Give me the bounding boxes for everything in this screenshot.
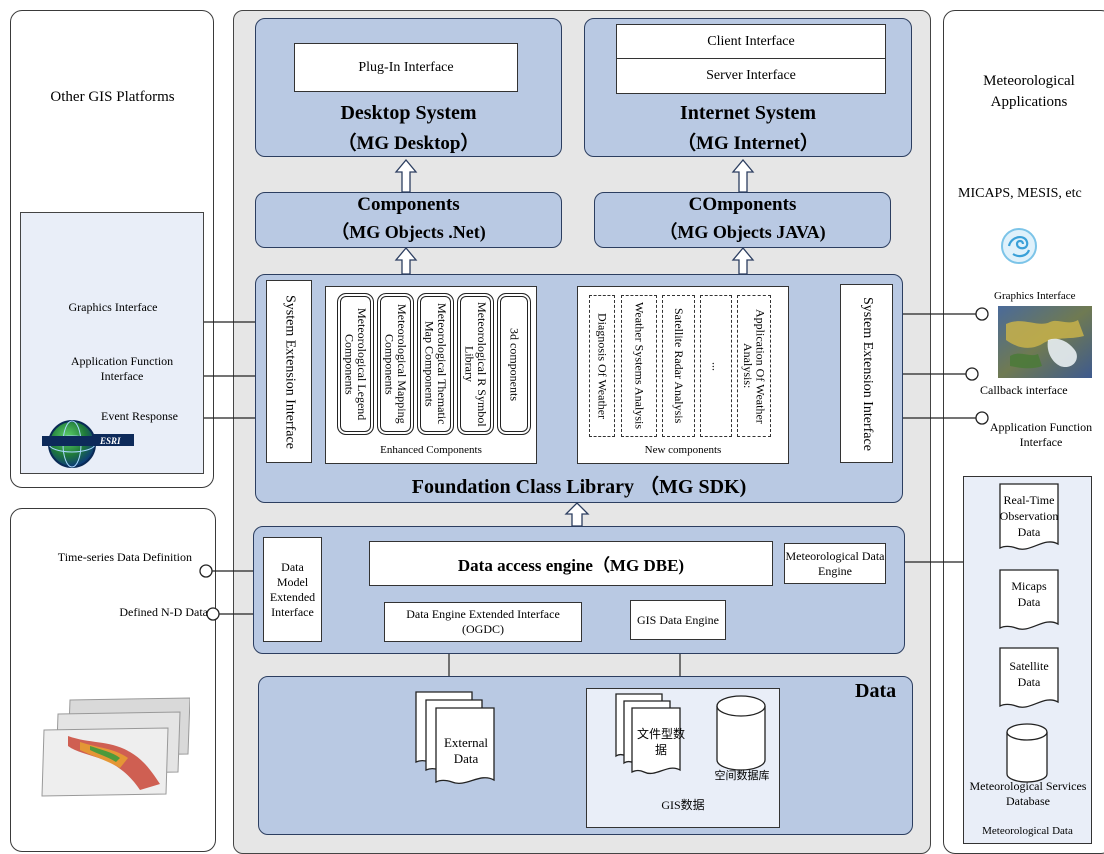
desktop-system-title: Desktop System <box>340 101 477 124</box>
new-satellite-radar-analysis: Satellite Radar Analysis <box>662 295 695 437</box>
arrow-comp-net-to-desktop <box>394 158 418 193</box>
new-weather-systems-analysis: Weather Systems Analysis <box>621 295 657 437</box>
meteorological-data-label: Meteorological Data <box>982 825 1073 837</box>
file-data-label: 文件型数据 <box>636 727 685 757</box>
components-net-subtitle: （MG Objects .Net) <box>331 222 486 242</box>
new-diagnosis-weather: Diagnosis Of Weather <box>589 295 615 437</box>
satellite-data-label: Satellite Data <box>1009 659 1049 689</box>
components-java-box <box>594 192 891 248</box>
micaps-label: MICAPS, MESIS, etc <box>958 186 1082 201</box>
meteorological-data-engine: Meteorological Data Engine <box>784 543 886 584</box>
spatial-database-label: 空间数据库 <box>714 770 770 782</box>
enhanced-legend-components: Meteorological Legend Components <box>337 293 374 435</box>
port-callback-right <box>965 367 979 381</box>
terrain-stack-icon <box>41 697 191 797</box>
enhanced-mapping-components: Meteorological Mapping Components <box>377 293 414 435</box>
micaps-data-label: Micaps Data <box>1011 579 1047 609</box>
arrow-sdk-to-comp-java <box>731 246 755 275</box>
satellite-doc-icon <box>999 647 1059 708</box>
gis-data-label: GIS数据 <box>661 797 705 812</box>
port-timeseries <box>199 564 213 578</box>
realtime-label: Real-Time Observation Data <box>999 493 1059 539</box>
sdk-left-extension: System Extension Interface <box>266 280 312 463</box>
internet-system-subtitle: （MG Internet） <box>677 132 819 154</box>
right-app-label: Application Function Interface <box>989 420 1093 449</box>
data-model-extended-interface: Data Model Extended Interface <box>263 537 322 642</box>
terrain-images <box>40 694 191 804</box>
data-title: Data <box>855 680 897 702</box>
enhanced-3d-components: 3d components <box>497 293 531 435</box>
right-title: Meteorological Applications <box>983 73 1075 110</box>
gis-data-engine: GIS Data Engine <box>630 600 726 640</box>
esri-globe-icon: ESRI <box>42 420 134 468</box>
services-database-label: Meteorological Services Database <box>969 779 1087 808</box>
desktop-system-subtitle: （MG Desktop） <box>337 132 480 154</box>
plugin-interface-box: Plug-In Interface <box>294 43 518 92</box>
spatial-database-icon <box>716 695 766 771</box>
left-api-box <box>20 212 204 474</box>
timeseries-label: Time-series Data Definition <box>57 550 192 564</box>
components-net-box <box>255 192 562 248</box>
esri-logo: ESRI <box>40 418 140 470</box>
nd-data-label: Defined N-D Data <box>119 605 208 619</box>
right-graphics-label: Graphics Interface <box>994 290 1076 302</box>
port-app-right <box>975 411 989 425</box>
left-event-label: Event Response <box>101 409 178 423</box>
enhanced-symbol-library: Meteorological R Symbol Library <box>457 293 494 435</box>
micaps-doc-icon <box>999 569 1059 630</box>
data-engine-extended-interface: Data Engine Extended Interface (OGDC) <box>384 602 582 642</box>
data-box <box>258 676 913 835</box>
components-java-title: COmponents <box>688 193 797 215</box>
server-interface-box: Server Interface <box>616 59 886 94</box>
services-database-icon <box>1006 723 1048 783</box>
internet-system-title: Internet System <box>679 101 817 124</box>
port-nd <box>206 607 220 621</box>
dbe-title: Data access engine（MG DBE) <box>369 541 773 586</box>
left-title: Other GIS Platforms <box>50 88 175 105</box>
external-data-icon <box>415 691 495 784</box>
components-java-subtitle: （MG Objects JAVA) <box>659 222 826 242</box>
arrow-comp-java-to-internet <box>731 158 755 193</box>
esri-logo-text: ESRI <box>99 436 121 446</box>
components-net-title: Components <box>357 193 460 215</box>
new-application-weather-analysis: Application Of Weather Analysis: <box>737 295 771 437</box>
port-graphics-right <box>975 307 989 321</box>
enhanced-thematic-map-components: Meteorological Thematic Map Components <box>417 293 454 435</box>
sdk-title: Foundation Class Library （MG SDK) <box>411 475 747 498</box>
file-data-icon <box>615 693 681 774</box>
external-data-label: External Data <box>443 735 489 766</box>
left-graphics-label: Graphics Interface <box>68 300 158 314</box>
arrow-sdk-to-comp-net <box>394 246 418 275</box>
client-interface-box: Client Interface <box>616 24 886 59</box>
satellite-map-image <box>998 306 1092 378</box>
sdk-right-extension: System Extension Interface <box>840 284 893 463</box>
left-app-label: Application Function Interface <box>70 354 174 383</box>
new-components-label: New components <box>644 444 722 456</box>
arrow-dbe-to-sdk <box>564 502 590 527</box>
enhanced-components-label: Enhanced Components <box>380 444 482 456</box>
realtime-doc-icon <box>999 483 1059 550</box>
callback-label: Callback interface <box>980 383 1068 397</box>
new-ellipsis: ... <box>700 295 732 437</box>
meteorological-logo-icon <box>1001 228 1037 264</box>
